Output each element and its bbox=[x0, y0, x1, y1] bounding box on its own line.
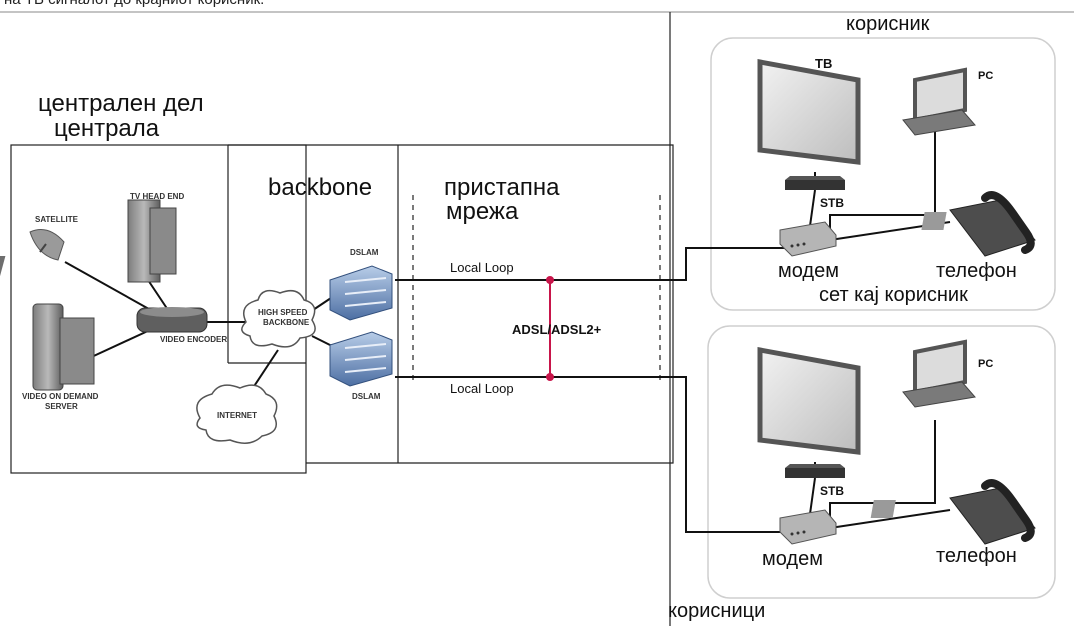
label-access-network-1: пристапна bbox=[444, 174, 560, 201]
label-phone-user2: телефон bbox=[936, 545, 1017, 567]
u1-link-pc-modem bbox=[829, 132, 936, 230]
label-pc: PC bbox=[978, 70, 994, 82]
label-dslam-bottom: DSLAM bbox=[352, 392, 381, 401]
label-internet: INTERNET bbox=[217, 411, 257, 420]
backbone-cloud-icon bbox=[241, 289, 316, 348]
u2-link-modem-phone bbox=[829, 509, 951, 529]
label-local-loop-top: Local Loop bbox=[450, 260, 514, 275]
tv-icon-user2 bbox=[757, 346, 861, 455]
adsl-node-top bbox=[546, 276, 554, 284]
label-vod-server-1: VIDEO ON DEMAND bbox=[22, 392, 99, 401]
label-dslam-top: DSLAM bbox=[350, 248, 379, 257]
vod-server-icon bbox=[32, 303, 95, 391]
stb-icon bbox=[785, 176, 845, 190]
pc-laptop-icon-user2 bbox=[902, 339, 976, 408]
backbone-box bbox=[228, 144, 674, 464]
link-vod-encoder bbox=[84, 329, 151, 361]
label-adsl: ADSL/ADSL2+ bbox=[512, 322, 602, 337]
user-frame-top bbox=[710, 37, 1056, 311]
label-hs-backbone-2: BACKBONE bbox=[263, 318, 310, 327]
pc-laptop-icon bbox=[902, 67, 976, 136]
label-stb: STB bbox=[820, 196, 844, 210]
label-video-encoder: VIDEO ENCODER bbox=[160, 335, 228, 344]
modem-icon bbox=[779, 221, 837, 257]
user-frame-bottom bbox=[707, 325, 1056, 599]
label-stb-user2: STB bbox=[820, 484, 844, 498]
label-pc-user2: PC bbox=[978, 358, 994, 370]
local-loop-bottom bbox=[395, 376, 790, 533]
dslam-top-icon bbox=[329, 265, 393, 321]
link-headend-encoder bbox=[147, 279, 169, 311]
stb-icon-user2 bbox=[785, 464, 845, 478]
label-modem: модем bbox=[778, 260, 839, 282]
label-access-network-2: мрежа bbox=[446, 198, 519, 225]
telephone-icon bbox=[921, 191, 1036, 257]
label-users-bottom: корисници bbox=[668, 600, 766, 622]
label-modem-user2: модем bbox=[762, 548, 823, 570]
label-satellite: SATELLITE bbox=[35, 215, 78, 224]
modem-icon-user2 bbox=[779, 509, 837, 545]
header-clipped-text: на ТВ сигналот до крајниот корисник. bbox=[4, 0, 264, 8]
u1-link-stb-modem bbox=[809, 189, 816, 227]
label-central-part: централен дел bbox=[38, 90, 204, 117]
label-backbone: backbone bbox=[268, 174, 373, 201]
label-tv: ТВ bbox=[815, 56, 833, 71]
tv-icon bbox=[757, 58, 861, 165]
internet-cloud-icon bbox=[196, 384, 278, 444]
label-hs-backbone-1: HIGH SPEED bbox=[258, 308, 308, 317]
label-user-setup: сет кај корисник bbox=[819, 284, 968, 306]
label-tv-head-end: TV HEAD END bbox=[130, 192, 185, 201]
label-central: централа bbox=[54, 115, 160, 142]
tv-head-end-icon bbox=[127, 199, 177, 283]
telephone-icon-user2 bbox=[870, 479, 1036, 545]
adsl-node-bottom bbox=[546, 373, 554, 381]
label-phone: телефон bbox=[936, 260, 1017, 282]
u2-link-stb-modem bbox=[809, 477, 816, 515]
local-loop-top bbox=[395, 247, 790, 281]
label-local-loop-bottom: Local Loop bbox=[450, 381, 514, 396]
dslam-bottom-icon bbox=[329, 331, 393, 387]
label-user-top: корисник bbox=[846, 13, 930, 35]
label-vod-server-2: SERVER bbox=[45, 402, 78, 411]
satellite-dish-icon bbox=[0, 229, 65, 276]
video-encoder-icon bbox=[136, 307, 208, 333]
